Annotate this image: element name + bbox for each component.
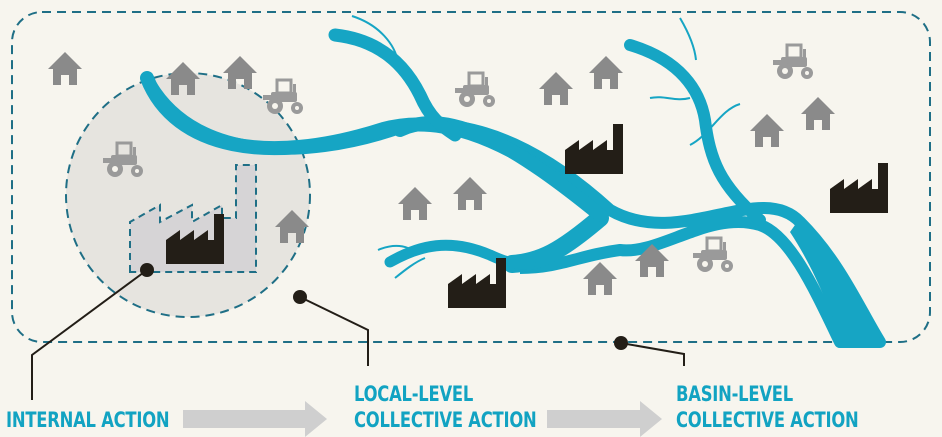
tractor-icon bbox=[771, 43, 815, 81]
house-icon bbox=[48, 52, 82, 85]
leader-lines bbox=[31, 263, 685, 400]
local-leader-dot bbox=[293, 290, 307, 304]
river-tributary-north-thin bbox=[351, 15, 399, 63]
river-tributary-northeast bbox=[624, 39, 766, 226]
river-mid-curve bbox=[393, 116, 607, 222]
internal-leader-line bbox=[31, 269, 148, 400]
river-tributary-west-thin bbox=[377, 244, 409, 251]
river-tributary-east-thin bbox=[649, 96, 691, 101]
house-icon bbox=[583, 262, 617, 295]
tractor-icon bbox=[691, 236, 735, 274]
river-tributary-west bbox=[384, 239, 536, 270]
local-action-label-line2: COLLECTIVE ACTION bbox=[354, 408, 537, 432]
tractor-icon bbox=[453, 71, 497, 109]
house-icon bbox=[223, 56, 257, 89]
basin-leader-dot bbox=[614, 336, 628, 350]
basin-leader-line bbox=[620, 342, 685, 366]
house-icon bbox=[539, 72, 573, 105]
house-icon bbox=[398, 187, 432, 220]
river-delta bbox=[790, 218, 882, 342]
river-tributary-east bbox=[689, 103, 741, 146]
internal-facility-outline bbox=[129, 164, 257, 273]
river-network bbox=[140, 15, 886, 348]
factory-icon bbox=[448, 258, 506, 308]
house-icon bbox=[453, 177, 487, 210]
river-tributary-northeast-thin bbox=[679, 17, 697, 61]
river-tributary-north bbox=[328, 28, 462, 142]
factory-icon bbox=[830, 163, 888, 213]
basin-action-label-line1: BASIN-LEVEL bbox=[676, 382, 793, 406]
factory-icon bbox=[565, 124, 623, 174]
house-icon bbox=[801, 97, 835, 130]
arrow-right-icon bbox=[547, 401, 662, 437]
internal-leader-dot bbox=[140, 263, 154, 277]
basin-boundary bbox=[11, 11, 931, 343]
basin-action-label-line2: COLLECTIVE ACTION bbox=[676, 408, 859, 432]
tractor-icon bbox=[261, 78, 305, 116]
local-leader-line bbox=[299, 296, 369, 366]
local-action-label-line1: LOCAL-LEVEL bbox=[354, 382, 474, 406]
house-icon bbox=[750, 114, 784, 147]
house-icon bbox=[589, 56, 623, 89]
progression-arrows bbox=[183, 401, 662, 437]
river-tributary-west-thin-2 bbox=[394, 257, 426, 279]
internal-action-label: INTERNAL ACTION bbox=[6, 408, 170, 432]
arrow-right-icon bbox=[183, 401, 327, 437]
